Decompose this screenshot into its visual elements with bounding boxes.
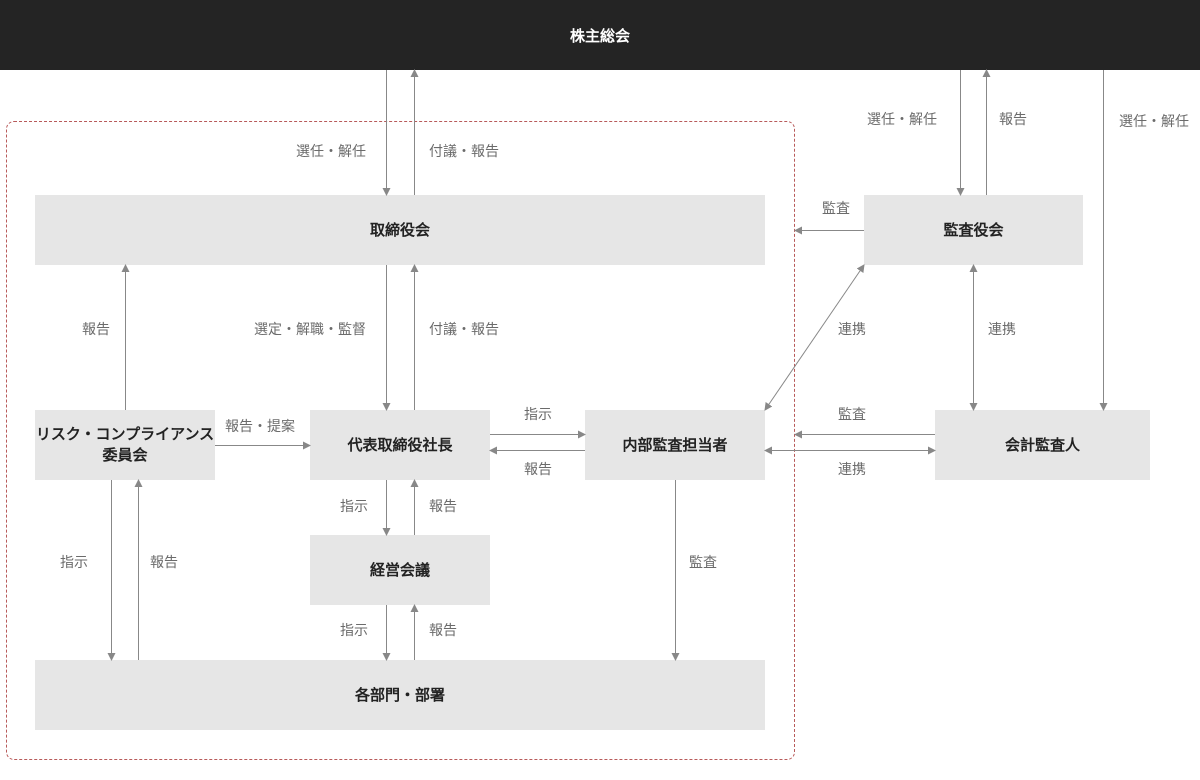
arrow-audit-internal-link	[764, 264, 865, 411]
internal-audit-node: 内部監査担当者	[585, 410, 765, 480]
label-president-to-board: 付議・報告	[429, 322, 499, 338]
departments-node: 各部門・部署	[35, 660, 765, 730]
risk-committee-label-line2: 委員会	[102, 446, 148, 464]
label-meeting-to-president: 報告	[429, 499, 457, 515]
accounting-auditor-node: 会計監査人	[935, 410, 1150, 480]
shareholders-meeting-node: 株主総会	[0, 0, 1200, 70]
shareholders-meeting-label: 株主総会	[569, 26, 630, 45]
president-node: 代表取締役社長	[310, 410, 490, 480]
label-audit-to-board: 監査	[822, 201, 850, 217]
label-internal-to-depts: 監査	[689, 555, 717, 571]
governance-boundary	[6, 121, 795, 760]
management-meeting-node: 経営会議	[310, 535, 490, 605]
label-risk-to-president: 報告・提案	[225, 419, 295, 435]
management-meeting-label: 経営会議	[369, 560, 430, 579]
label-board-to-president: 選定・解職・監督	[254, 322, 366, 338]
label-accounting-to-internal: 監査	[838, 407, 866, 423]
label-internal-accounting-link: 連携	[838, 462, 866, 478]
label-depts-to-meeting: 報告	[429, 623, 457, 639]
accounting-auditor-label: 会計監査人	[1004, 435, 1080, 454]
departments-label: 各部門・部署	[354, 685, 445, 704]
label-sh-audit-down: 選任・解任	[867, 112, 937, 128]
risk-committee-label-line1: リスク・コンプライアンス	[35, 425, 215, 443]
board-label: 取締役会	[369, 220, 430, 239]
label-meeting-to-depts: 指示	[340, 623, 368, 639]
label-audit-accounting-link: 連携	[988, 322, 1016, 338]
president-label: 代表取締役社長	[347, 435, 453, 454]
audit-board-node: 監査役会	[864, 195, 1083, 265]
label-risk-to-depts: 指示	[60, 555, 88, 571]
label-sh-board-down: 選任・解任	[296, 144, 366, 160]
label-depts-to-risk: 報告	[150, 555, 178, 571]
label-president-to-meeting: 指示	[340, 499, 368, 515]
label-sh-audit-up: 報告	[999, 112, 1027, 128]
label-internal-to-president: 報告	[524, 462, 552, 478]
label-sh-board-up: 付議・報告	[429, 144, 499, 160]
audit-board-label: 監査役会	[943, 220, 1004, 239]
risk-committee-node: リスク・コンプライアンス 委員会	[35, 410, 215, 480]
label-audit-internal-link: 連携	[838, 322, 866, 338]
label-sh-accounting: 選任・解任	[1119, 114, 1189, 130]
internal-audit-label: 内部監査担当者	[622, 435, 728, 454]
label-risk-to-board: 報告	[82, 322, 110, 338]
board-node: 取締役会	[35, 195, 765, 265]
label-president-to-internal: 指示	[524, 407, 552, 423]
